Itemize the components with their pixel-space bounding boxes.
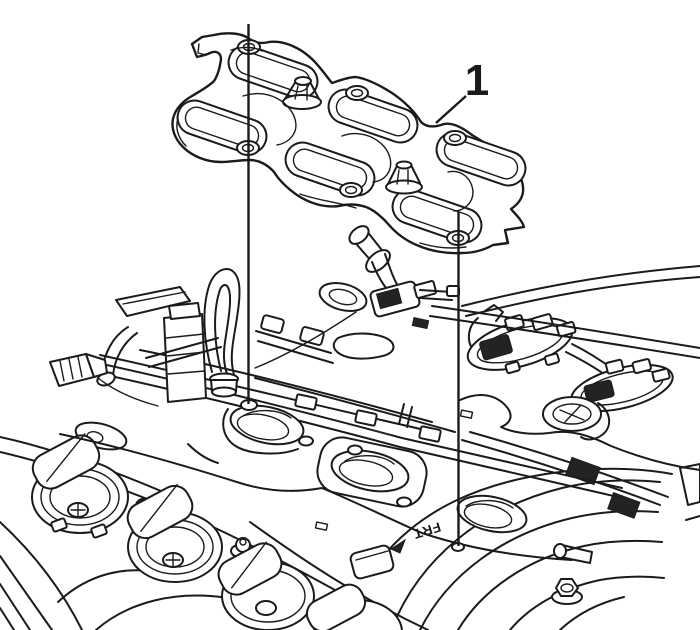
port-pad	[318, 281, 368, 313]
ignition-coil	[217, 541, 315, 630]
bolt-hole	[347, 444, 363, 456]
rail-bracket	[255, 330, 334, 364]
right-bank	[459, 265, 700, 605]
rail-clamp	[418, 425, 442, 443]
alignment-guides	[247, 24, 460, 546]
left-cluster	[49, 267, 334, 407]
bolt-hole	[298, 435, 314, 447]
ignition-coil	[305, 583, 403, 630]
harness-block	[607, 492, 641, 519]
rail-clamp	[294, 393, 318, 411]
top-cluster	[254, 225, 700, 369]
ignition-coil	[126, 484, 223, 583]
block-boss	[349, 544, 395, 580]
left-bank	[0, 421, 429, 630]
ignition-coil	[31, 433, 129, 539]
intake-port	[316, 436, 428, 508]
slot	[314, 521, 329, 531]
intake-manifold-gasket	[171, 32, 527, 255]
callout-leader-line	[435, 95, 467, 124]
pipe-stub	[553, 543, 593, 564]
slot	[459, 409, 474, 419]
intake-port	[229, 404, 305, 446]
vent-tube	[348, 225, 399, 289]
pad-blob	[332, 332, 395, 360]
callout-1-label: 1	[465, 56, 489, 105]
fuel-pipe	[429, 305, 700, 359]
slot-dark	[411, 317, 430, 330]
harness-block	[565, 456, 601, 486]
bolt	[551, 578, 583, 605]
callout-1: 1	[435, 56, 489, 124]
vent-hose-loop	[203, 267, 241, 398]
map-sensor	[369, 280, 438, 318]
cover-boss	[542, 396, 610, 441]
rail-clamp	[354, 409, 378, 427]
bolt-hole	[396, 496, 412, 508]
sensor-connector	[49, 353, 159, 407]
engine-assembly	[0, 225, 700, 630]
front-cover-arcs	[379, 463, 700, 630]
ignition-coil	[570, 358, 674, 413]
frt-arrow-icon	[389, 538, 407, 554]
gasket-cone-towers	[282, 76, 423, 195]
gasket-web-lines	[176, 43, 508, 249]
ignition-coil	[466, 313, 577, 375]
